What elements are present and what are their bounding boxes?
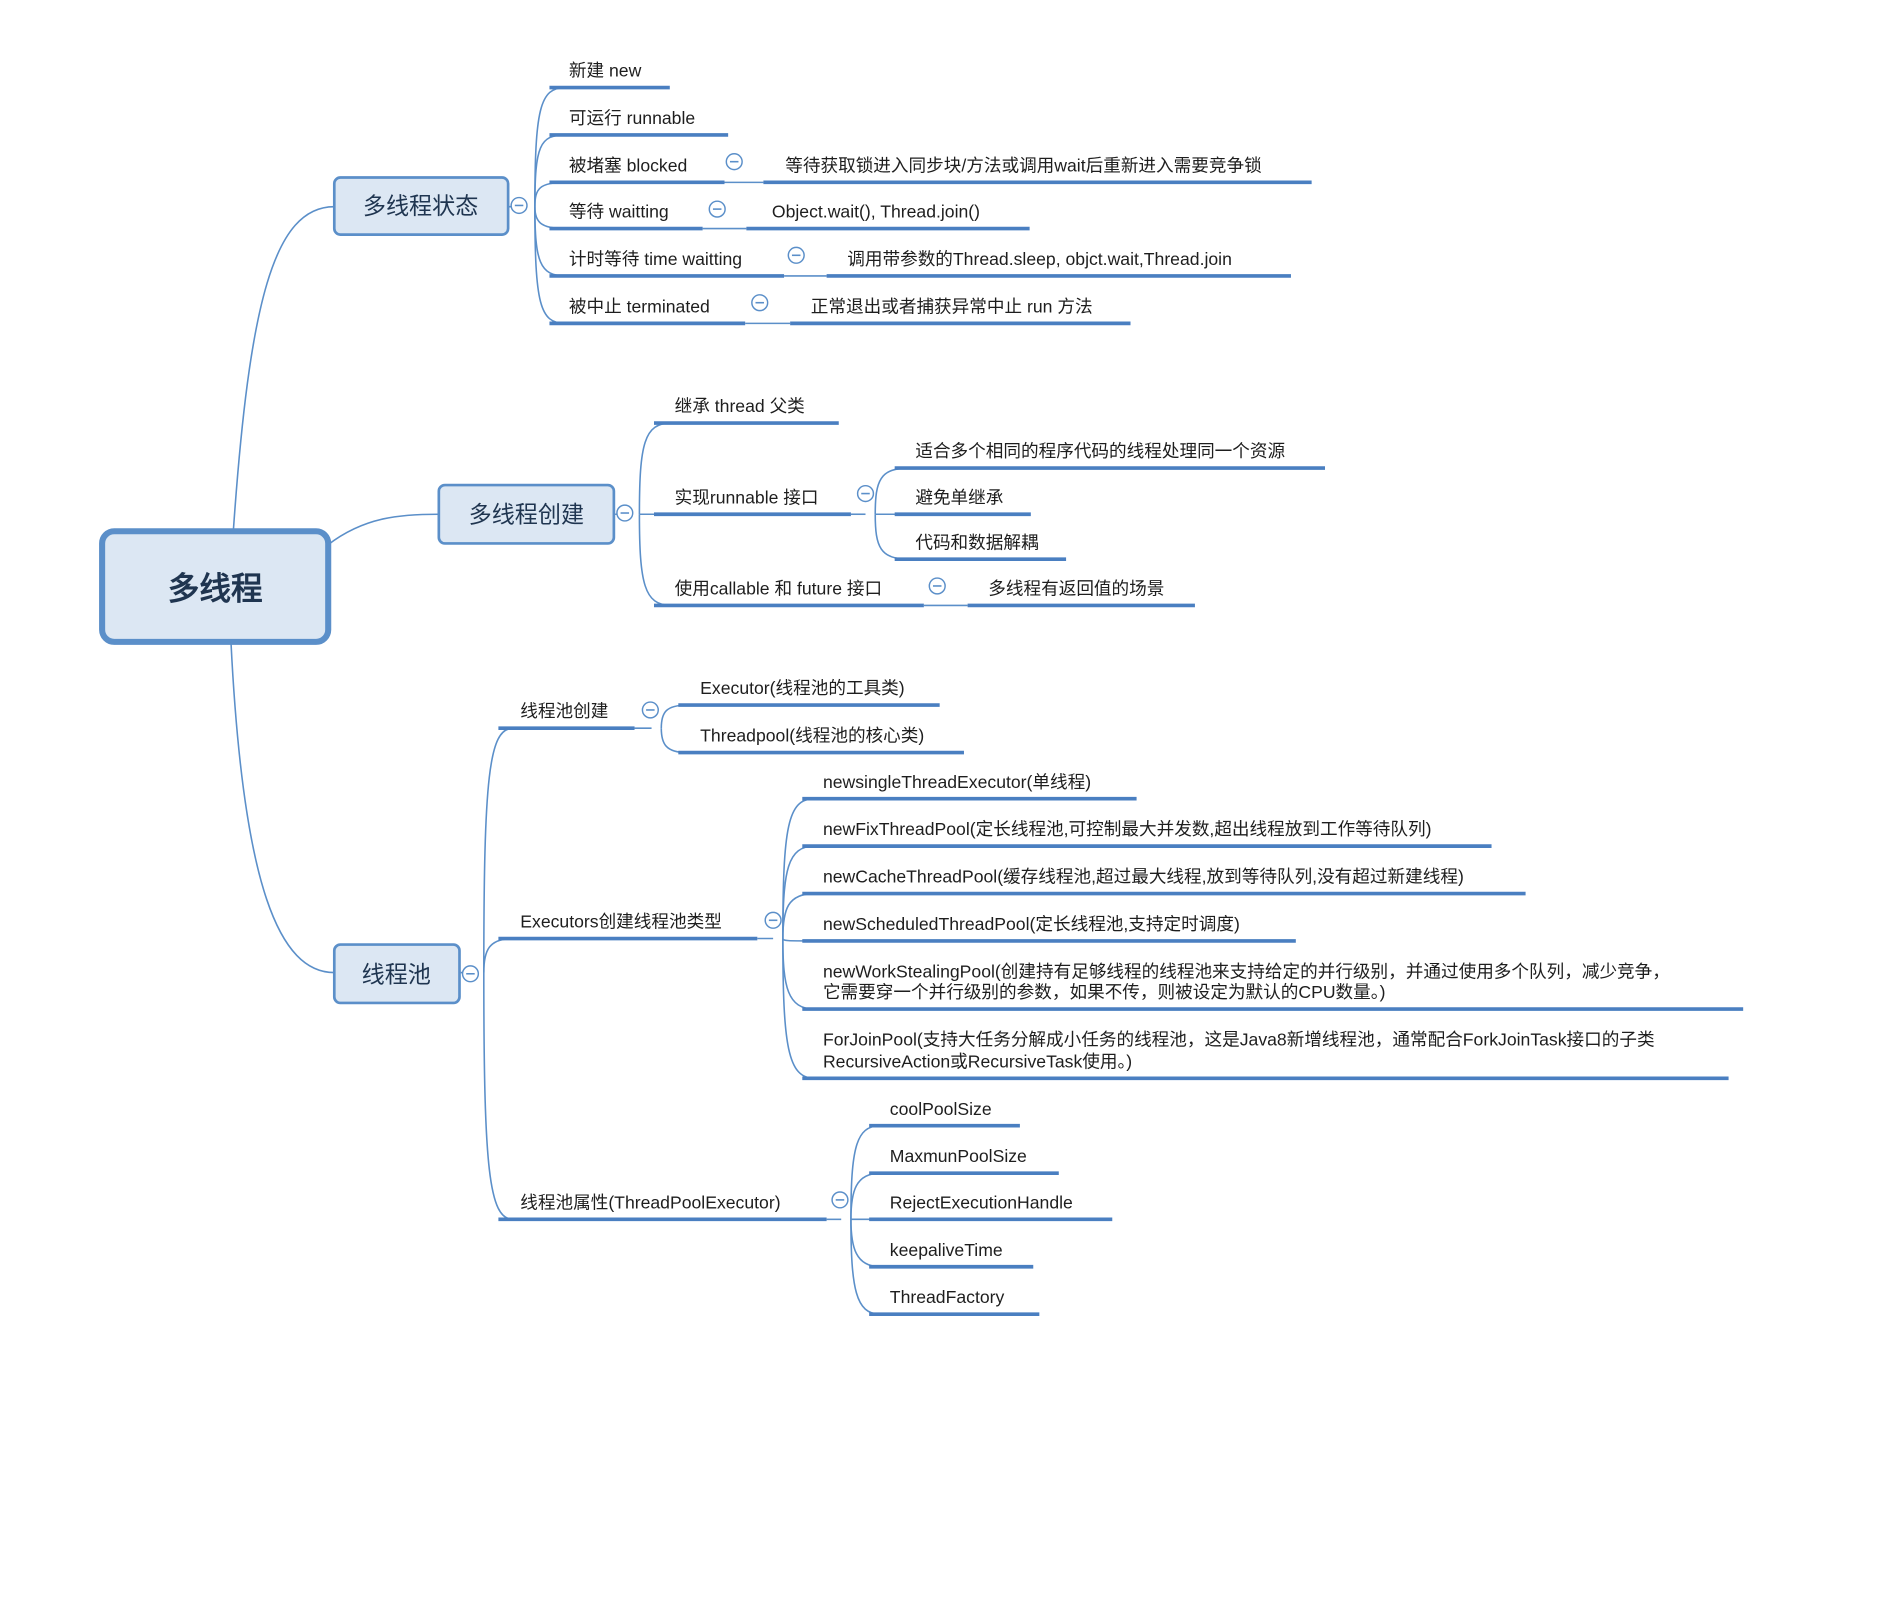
collapse-icon[interactable] — [708, 200, 726, 218]
collapse-icon[interactable] — [831, 1191, 849, 1209]
pool-types: Executors创建线程池类型 — [520, 912, 722, 932]
pool-creation: 线程池创建 — [520, 701, 608, 721]
state-terminated-detail: 正常退出或者捕获异常中止 run 方法 — [811, 296, 1093, 316]
runnable-benefit-decoupling: 代码和数据解耦 — [915, 532, 1038, 552]
prop-keepalive-time: keepaliveTime — [890, 1240, 1003, 1260]
collapse-icon[interactable] — [510, 196, 528, 215]
collapse-icon[interactable] — [725, 153, 743, 171]
state-terminated: 被中止 terminated — [569, 296, 710, 316]
state-timed-waiting-detail: 调用带参数的Thread.sleep, objct.wait,Thread.jo… — [847, 249, 1232, 269]
thread-states-label: 多线程状态 — [363, 193, 478, 219]
collapse-icon[interactable] — [616, 504, 634, 522]
prop-thread-factory: ThreadFactory — [890, 1287, 1005, 1307]
state-waiting-detail: Object.wait(), Thread.join() — [772, 202, 980, 222]
thread-pool-label: 线程池 — [362, 961, 431, 987]
pool-threadpool: Threadpool(线程池的核心类) — [700, 726, 924, 746]
state-runnable: 可运行 runnable — [569, 108, 695, 128]
node-thread-states[interactable] — [332, 176, 510, 236]
create-extend-thread: 继承 thread 父类 — [675, 396, 805, 416]
type-forkjoin-line2: RecursiveAction或RecursiveTask使用。) — [823, 1051, 1132, 1071]
collapse-icon[interactable] — [751, 294, 769, 312]
callable-detail: 多线程有返回值的场景 — [988, 578, 1164, 598]
root-node[interactable] — [99, 528, 332, 645]
state-blocked-detail: 等待获取锁进入同步块/方法或调用wait后重新进入需要竞争锁 — [785, 155, 1261, 175]
type-forkjoin-line1: ForJoinPool(支持大任务分解成小任务的线程池，这是Java8新增线程池… — [823, 1030, 1655, 1050]
root-label: 多线程 — [168, 570, 263, 606]
mindmap-diagram: 新建 new 可运行 runnable 被堵塞 blocked 等待 waitt… — [99, 61, 1744, 1316]
edge-root-create — [327, 513, 439, 546]
collapse-icon[interactable] — [856, 484, 875, 503]
collapse-icon[interactable] — [461, 965, 480, 983]
pool-executor: Executor(线程池的工具类) — [700, 678, 904, 698]
edge-root-states — [232, 205, 335, 531]
state-blocked: 被堵塞 blocked — [569, 155, 687, 175]
type-work-stealing-line2: 它需要穿一个并行级别的参数，如果不传，则被设定为默认的CPU数量。) — [823, 982, 1385, 1002]
collapse-icon[interactable] — [764, 911, 782, 929]
prop-core-pool-size: coolPoolSize — [890, 1099, 992, 1119]
state-new: 新建 new — [569, 61, 642, 81]
type-scheduled: newScheduledThreadPool(定长线程池,支持定时调度) — [823, 914, 1240, 934]
thread-creation-label: 多线程创建 — [469, 502, 584, 528]
runnable-benefit-shared-resource: 适合多个相同的程序代码的线程处理同一个资源 — [915, 441, 1285, 461]
node-thread-creation[interactable] — [437, 483, 616, 545]
state-timed-waiting: 计时等待 time waitting — [569, 249, 742, 269]
create-runnable: 实现runnable 接口 — [675, 487, 819, 507]
collapse-icon[interactable] — [928, 577, 946, 595]
create-callable: 使用callable 和 future 接口 — [675, 578, 882, 598]
type-cached: newCacheThreadPool(缓存线程池,超过最大线程,放到等待队列,没… — [823, 867, 1464, 887]
prop-max-pool-size: MaxmunPoolSize — [890, 1146, 1027, 1166]
type-work-stealing-line1: newWorkStealingPool(创建持有足够线程的线程池来支持给定的并行… — [823, 961, 1670, 981]
type-single: newsingleThreadExecutor(单线程) — [823, 772, 1091, 792]
node-thread-pool[interactable] — [332, 943, 461, 1005]
state-waiting: 等待 waitting — [569, 202, 669, 222]
edge-root-pool — [230, 641, 335, 974]
type-fixed: newFixThreadPool(定长线程池,可控制最大并发数,超出线程放到工作… — [823, 819, 1432, 839]
collapse-icon[interactable] — [641, 701, 659, 719]
collapse-icon[interactable] — [787, 246, 805, 264]
runnable-benefit-single-inheritance: 避免单继承 — [915, 487, 1003, 507]
prop-reject-handler: RejectExecutionHandle — [890, 1192, 1073, 1212]
pool-properties: 线程池属性(ThreadPoolExecutor) — [520, 1192, 780, 1212]
